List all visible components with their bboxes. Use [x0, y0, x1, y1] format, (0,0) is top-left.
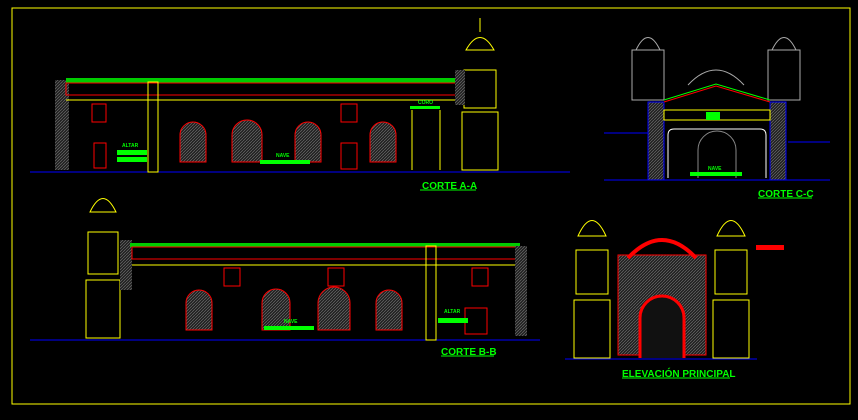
annotation-nave-bb: NAVE	[284, 319, 298, 325]
main-elevation: ELEVACIÓN PRINCIPAL	[565, 220, 784, 380]
annotation-nave: NAVE	[276, 153, 290, 159]
annotation-nave-cc: NAVE	[708, 166, 722, 172]
label-corte-cc: CORTE C-C	[758, 189, 814, 200]
label-elevacion-principal: ELEVACIÓN PRINCIPAL	[622, 367, 736, 380]
label-corte-bb: CORTE B-B	[441, 347, 497, 358]
drawing-frame	[11, 7, 851, 405]
annotation-altar-bb: ALTAR	[444, 309, 461, 315]
annotation-coro: CORO	[418, 100, 433, 106]
section-cc: NAVE CORTE C-C	[604, 37, 830, 200]
annotation-altar: ALTAR	[122, 143, 139, 149]
section-aa: ALTAR NAVE CORO CORTE A-A	[30, 18, 570, 192]
section-bb: NAVE ALTAR CORTE B-B	[30, 198, 540, 358]
label-corte-aa: CORTE A-A	[422, 181, 477, 192]
